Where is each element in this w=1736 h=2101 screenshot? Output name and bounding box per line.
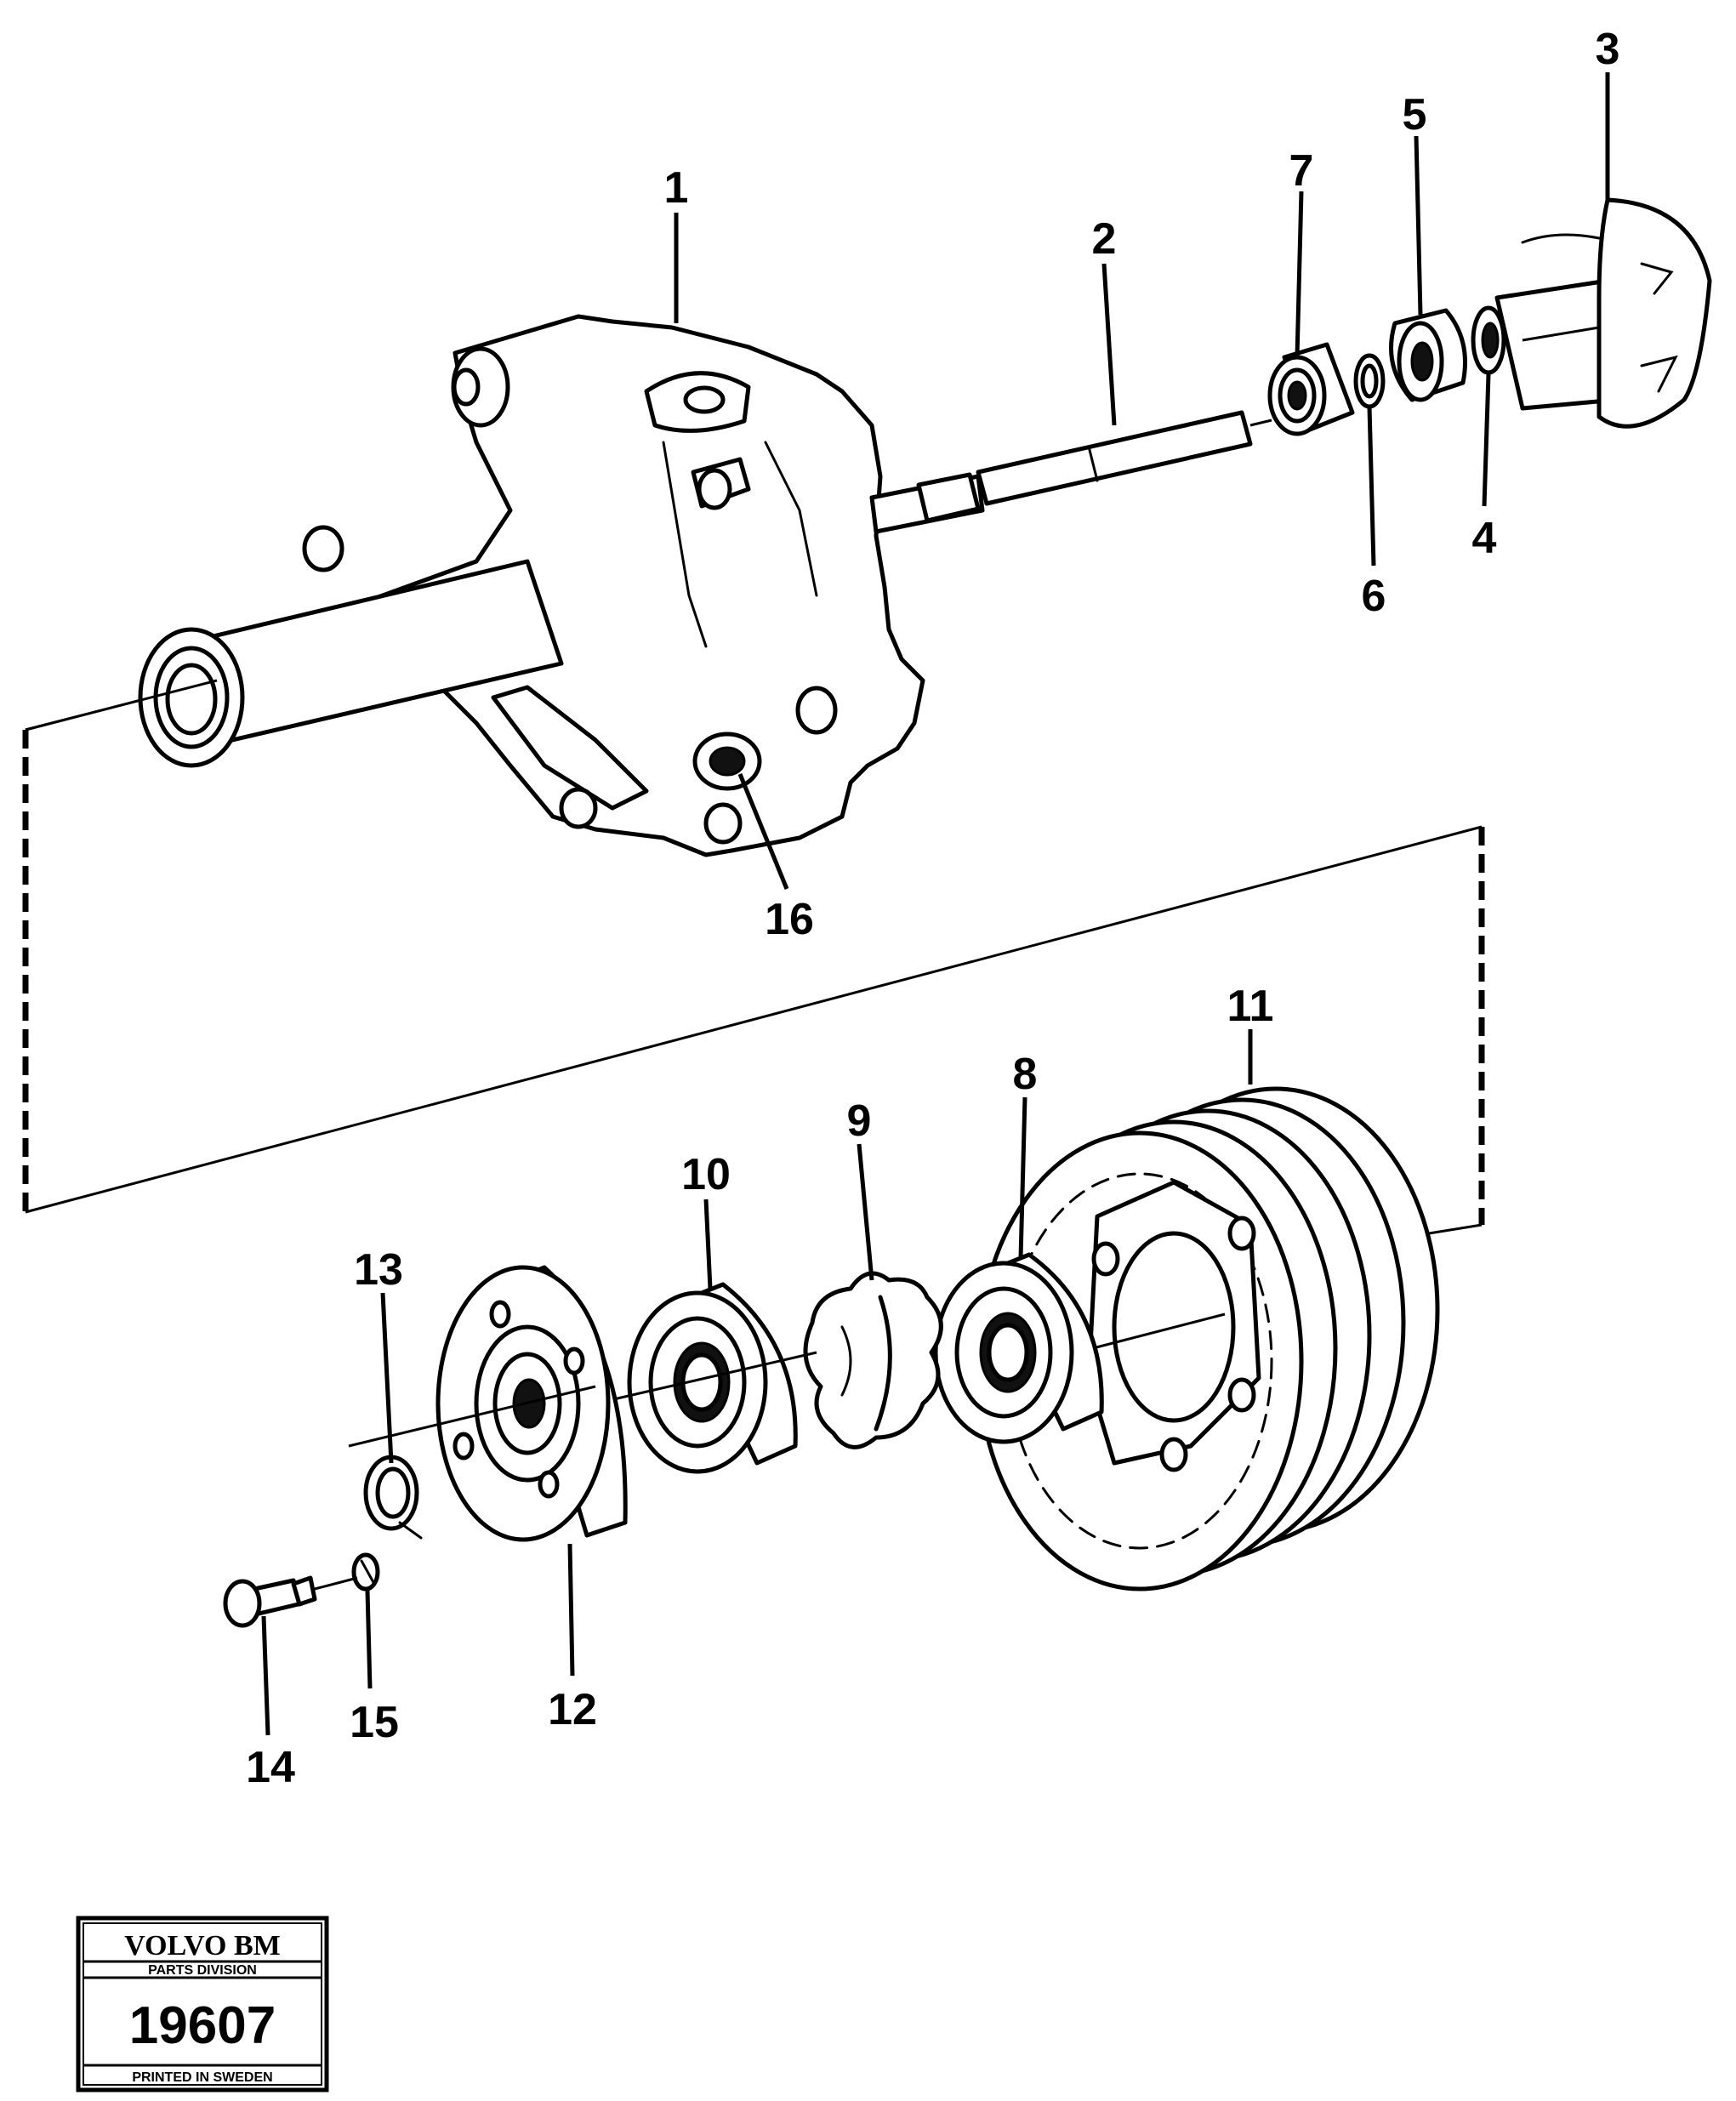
lock-washer — [351, 1552, 380, 1591]
callout-labels: 1 2 3 4 5 6 7 8 9 10 11 12 13 14 15 16 — [246, 25, 1619, 1792]
pulley — [976, 1086, 1440, 1591]
callout-11: 11 — [1227, 982, 1274, 1031]
callout-6: 6 — [1362, 572, 1386, 621]
impeller — [1494, 197, 1712, 429]
bearing-small — [1267, 342, 1355, 436]
callout-4: 4 — [1472, 514, 1497, 563]
callout-9: 9 — [847, 1096, 872, 1146]
circlip — [363, 1455, 423, 1540]
stamp-brand: VOLVO BM — [124, 1930, 280, 1962]
o-ring — [1353, 353, 1386, 409]
bolt — [223, 1575, 358, 1628]
hub-flange — [348, 1265, 628, 1542]
bearing-large-outer — [595, 1282, 817, 1474]
bearing-large-inner — [933, 1252, 1104, 1444]
callout-14: 14 — [246, 1743, 295, 1792]
leader-lines — [261, 72, 1610, 1736]
seal-ring — [1471, 305, 1506, 375]
callout-2: 2 — [1092, 214, 1117, 264]
callout-10: 10 — [681, 1150, 731, 1199]
callout-12: 12 — [548, 1685, 597, 1734]
callout-8: 8 — [1013, 1050, 1038, 1099]
parts-division-stamp: VOLVO BM PARTS DIVISION 19607 PRINTED IN… — [76, 1916, 329, 2092]
callout-5: 5 — [1403, 90, 1427, 139]
callout-15: 15 — [350, 1698, 399, 1747]
pump-housing — [25, 314, 985, 857]
stamp-number: 19607 — [129, 1996, 276, 2055]
callout-16: 16 — [765, 895, 814, 944]
callout-13: 13 — [354, 1245, 403, 1295]
callout-3: 3 — [1596, 25, 1620, 74]
callout-7: 7 — [1289, 146, 1314, 196]
stamp-printed: PRINTED IN SWEDEN — [132, 2070, 272, 2085]
shaft-seal — [1389, 308, 1467, 402]
callout-1: 1 — [664, 163, 689, 213]
pump-shaft — [916, 410, 1272, 523]
spacer-sleeve — [803, 1271, 943, 1449]
stamp-division: PARTS DIVISION — [148, 1963, 257, 1978]
